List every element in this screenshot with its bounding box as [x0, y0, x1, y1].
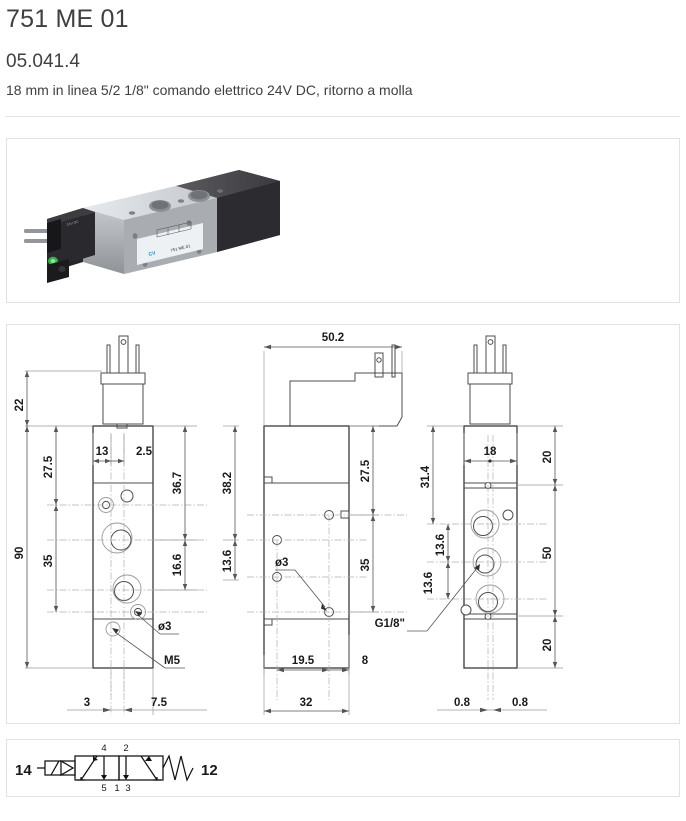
dim-38-2: 38.2: [222, 472, 234, 494]
side-width-dimension: 32: [263, 668, 350, 715]
port-label-2: 2: [123, 743, 128, 754]
dim-20-top: 20: [542, 451, 554, 464]
product-code: 05.041.4: [6, 51, 80, 72]
side-annotation: ø3: [275, 557, 327, 611]
dim-2-5: 2.5: [136, 446, 153, 458]
annotation-m5: M5: [164, 655, 181, 667]
dim-13-6: 13.6: [222, 550, 234, 572]
dim-side-27-5: 27.5: [360, 459, 372, 482]
port-label-4: 4: [101, 743, 106, 754]
symbol-spring-return: [162, 754, 194, 782]
technical-drawing-panel: 22 90 27.5 35: [6, 324, 680, 724]
dimensioned-drawing: 22 90 27.5 35: [14, 332, 563, 715]
product-photo: CV 751 ME 01 24V DC: [21, 151, 283, 293]
side-right-dimensions: 27.5 35: [349, 425, 379, 613]
symbol-solenoid-actuator: [37, 759, 76, 777]
dim-side-35: 35: [360, 558, 372, 571]
dim-35: 35: [43, 554, 55, 567]
dim-rear-13-6-b: 13.6: [423, 572, 435, 594]
annotation-diameter-3: ø3: [158, 621, 171, 633]
valve-electrical-pins: [24, 219, 61, 253]
page-title: 751 ME 01: [6, 5, 129, 33]
dim-50-2: 50.2: [322, 332, 344, 344]
dim-16-6: 16.6: [172, 554, 184, 576]
rear-center-lines: [427, 435, 547, 700]
valve-photo-illustration: CV 751 ME 01 24V DC: [24, 170, 280, 283]
product-photo-panel: CV 751 ME 01 24V DC: [6, 138, 680, 303]
annotation-side-diameter-3: ø3: [275, 557, 288, 569]
rear-bottom-dimensions: 0.8 0.8: [437, 697, 547, 713]
front-top-dimensions: 13 2.5: [92, 433, 153, 465]
dim-13: 13: [96, 446, 109, 458]
valve-schematic-symbol: 14: [15, 743, 218, 794]
front-left-dimensions: 22 90 27.5 35: [14, 370, 102, 669]
symbol-left-label: 14: [15, 762, 32, 779]
side-top-dimension: 50.2: [263, 332, 403, 426]
front-far-right-dimensions: 38.2 13.6: [222, 425, 239, 581]
dim-8: 8: [362, 655, 369, 667]
side-bottom-dimensions: 19.5 8: [263, 635, 369, 675]
port-label-5: 5: [101, 783, 106, 794]
valve-indicator: [47, 256, 69, 283]
front-connector: [100, 335, 146, 385]
valve-body-label: CV 751 ME 01: [137, 221, 203, 265]
dim-7-5: 7.5: [151, 697, 168, 709]
side-valve-body: [263, 425, 350, 669]
front-view: 22 90 27.5 35: [14, 335, 239, 715]
rear-top-dimension: 18: [463, 433, 518, 465]
dim-22: 22: [14, 399, 26, 412]
front-right-dimensions: 36.7 16.6: [153, 425, 197, 591]
dim-0-8-left: 0.8: [454, 697, 471, 709]
valve-label-text: 751 ME 01: [170, 243, 192, 253]
front-coil-body: [102, 383, 144, 425]
port-label-1: 1: [114, 783, 119, 794]
rear-valve-body: [463, 425, 518, 669]
rear-connector: [467, 335, 513, 385]
header-divider: [6, 116, 680, 117]
dim-50: 50: [542, 547, 554, 560]
dim-27-5: 27.5: [43, 455, 55, 478]
valve-ports: [128, 189, 223, 215]
front-bottom-dimensions: 3 7.5: [67, 668, 207, 715]
dim-rear-13-6-a: 13.6: [435, 534, 447, 556]
rear-coil-body: [469, 383, 511, 425]
annotation-g18: G1/8": [375, 618, 405, 630]
rear-annotation: G1/8": [375, 564, 480, 632]
side-center-lines: [247, 514, 407, 700]
front-annotations: ø3 M5: [112, 611, 185, 669]
side-view: 50.2 27.5 35: [247, 332, 407, 715]
port-label-3: 3: [125, 783, 130, 794]
dim-32: 32: [300, 697, 313, 709]
dim-31-4: 31.4: [420, 465, 432, 488]
rear-left-dimensions: 31.4 13.6 13.6: [420, 425, 464, 599]
dim-20-bottom: 20: [542, 639, 554, 652]
dim-19-5: 19.5: [292, 655, 315, 667]
product-description: 18 mm in linea 5/2 1/8" comando elettric…: [6, 82, 413, 98]
pneumatic-symbol-panel: 14: [6, 739, 680, 797]
symbol-valve-body: [74, 755, 164, 781]
brand-mark: CV: [148, 250, 157, 258]
rear-right-dimensions: 20 50 20: [517, 425, 563, 669]
dim-18: 18: [484, 446, 497, 458]
dim-3: 3: [84, 697, 90, 709]
dim-90: 90: [14, 547, 26, 560]
rear-view: 31.4 13.6 13.6: [375, 335, 563, 713]
side-coil: [289, 344, 403, 427]
symbol-right-label: 12: [201, 762, 218, 779]
header: 751 ME 01 05.041.4 18 mm in linea 5/2 1/…: [0, 0, 686, 117]
front-center-lines: [47, 435, 207, 695]
front-valve-body: [92, 423, 154, 669]
coil-marking: 24V DC: [66, 219, 80, 227]
dim-36-7: 36.7: [172, 472, 184, 494]
dim-0-8-right: 0.8: [512, 697, 529, 709]
